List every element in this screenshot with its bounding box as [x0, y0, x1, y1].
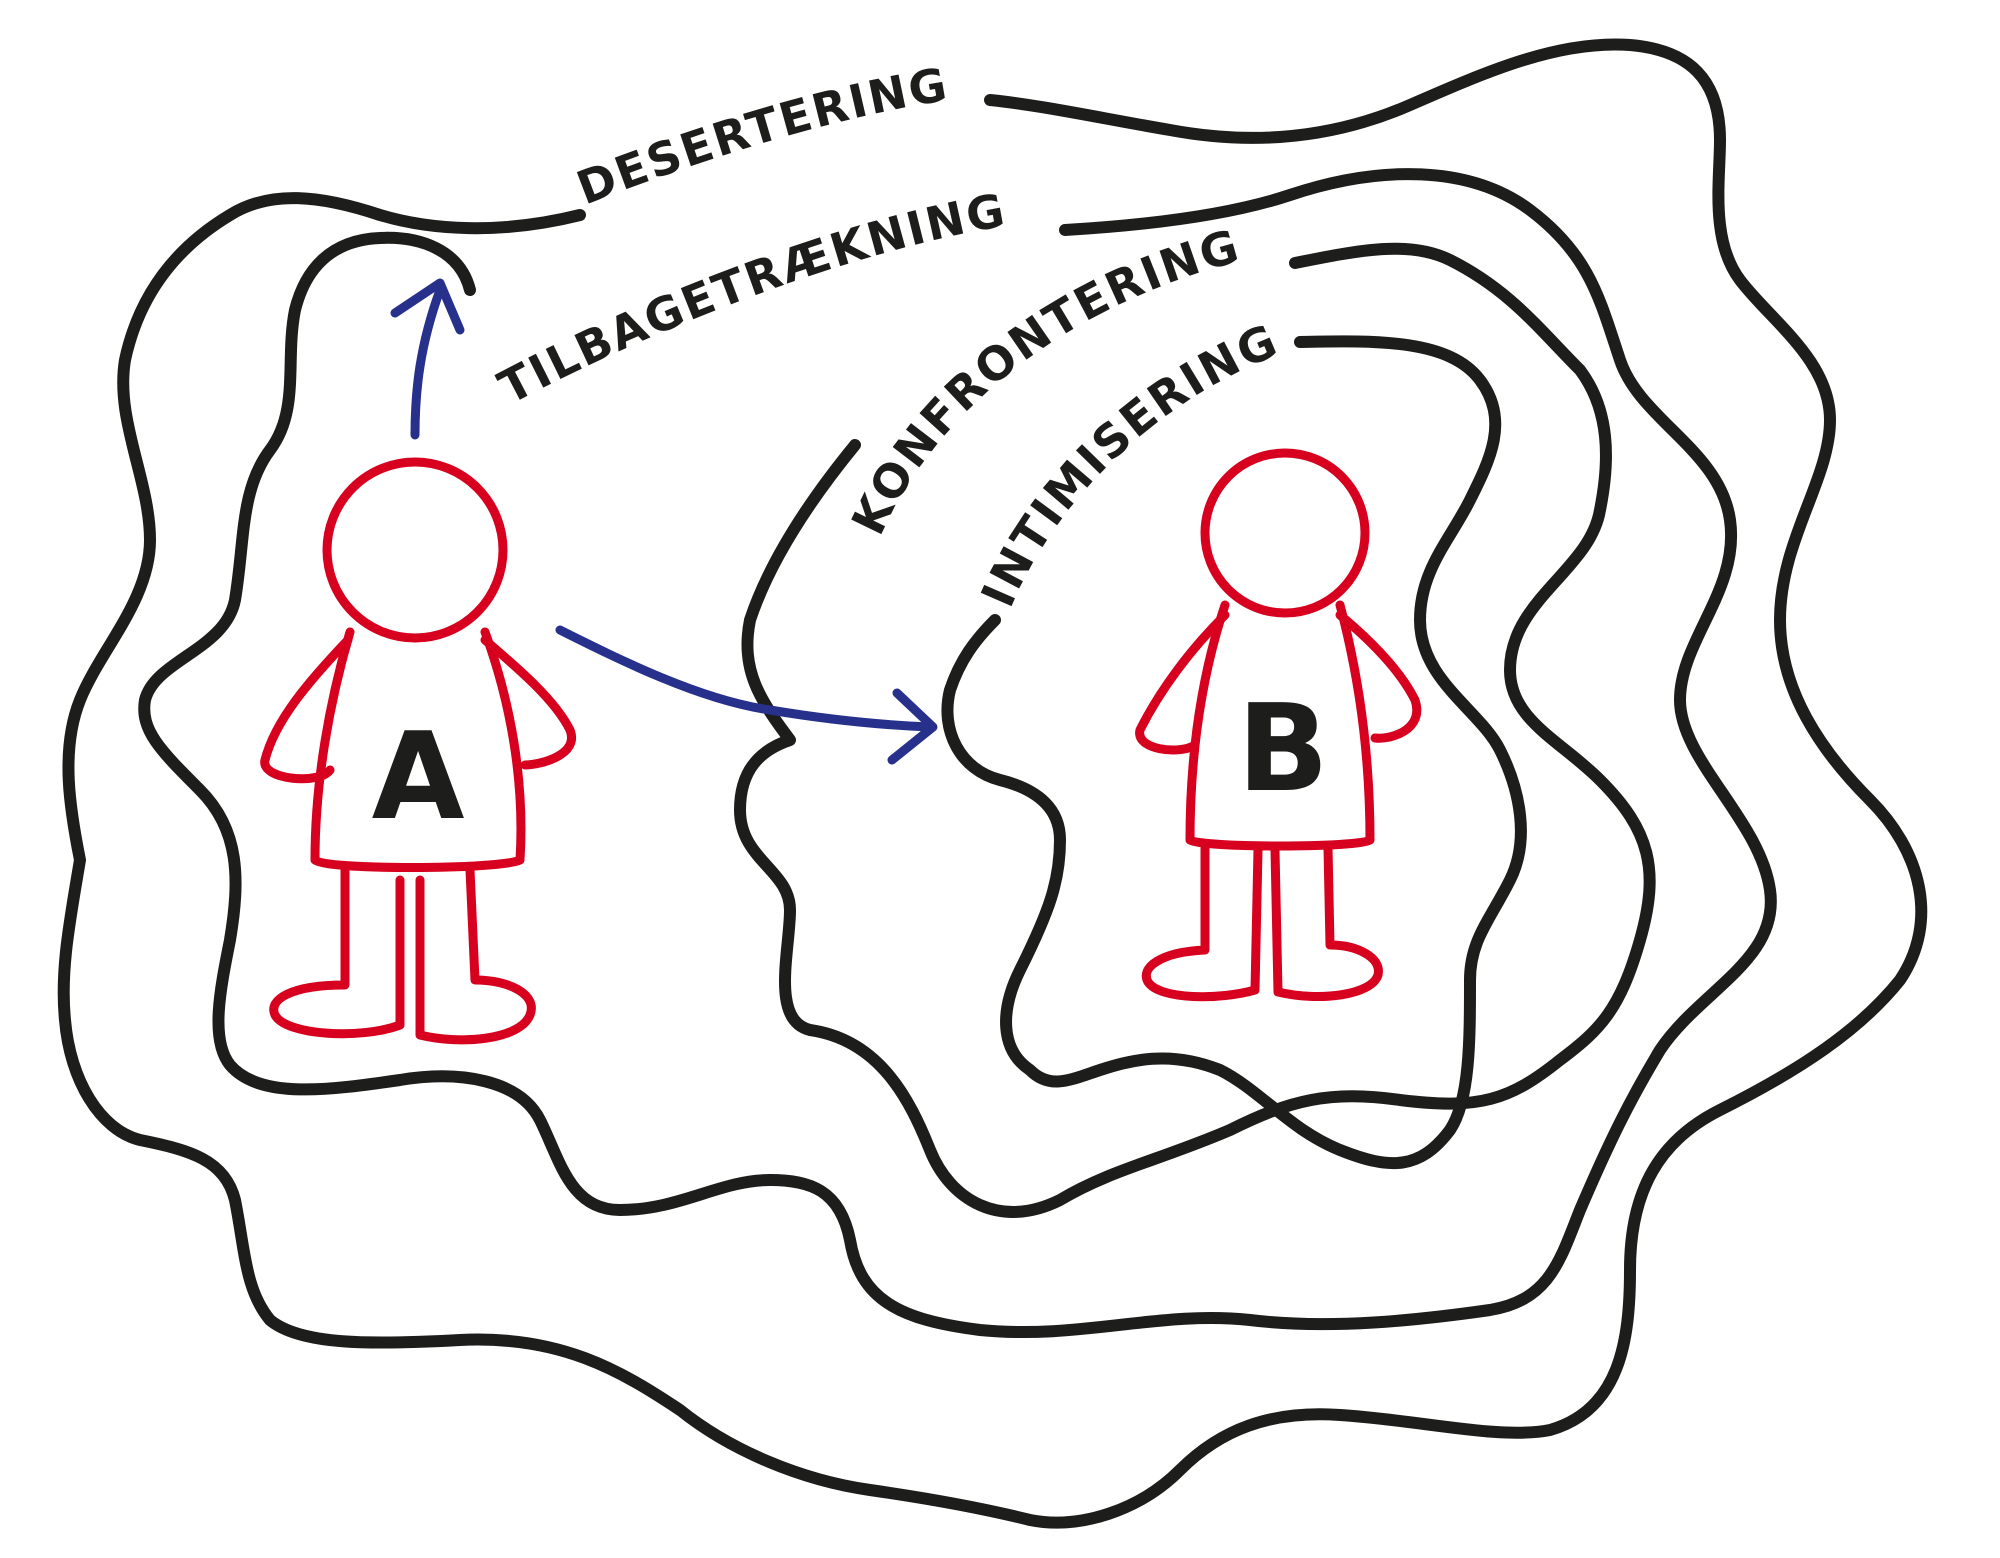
person-a-figure: [260, 457, 577, 1045]
person-a-head: [322, 457, 508, 643]
person-b-right-leg: [1270, 843, 1383, 1001]
zone-ring-desertering: [57, 38, 1928, 1529]
person-a-left-leg: [269, 865, 405, 1039]
person-a-left-arm: [260, 635, 353, 784]
arrow-upward-head: [390, 278, 465, 335]
zone-ring-tilbagetraekning: [138, 168, 1777, 1338]
person-b-head: [1200, 448, 1370, 618]
arrow-toward-b: [555, 625, 935, 732]
person-a-right-arm: [480, 635, 577, 770]
person-a-letter: A: [372, 708, 465, 847]
person-b-figure: [1135, 448, 1422, 1002]
person-a-right-leg: [415, 865, 536, 1045]
arrow-toward-b-head: [887, 688, 938, 765]
person-a-body: [310, 627, 526, 872]
person-b-left-leg: [1141, 843, 1263, 1002]
person-b-letter: B: [1237, 680, 1328, 819]
person-b-left-arm: [1135, 610, 1230, 755]
zone-label-desertering: DESERTERING: [570, 57, 953, 215]
person-b-right-arm: [1335, 610, 1422, 743]
arrow-upward: [410, 285, 445, 440]
person-b-body: [1185, 600, 1375, 851]
zone-ring-intimisering: [941, 335, 1527, 1170]
zone-ring-konfrontering: [734, 242, 1656, 1218]
